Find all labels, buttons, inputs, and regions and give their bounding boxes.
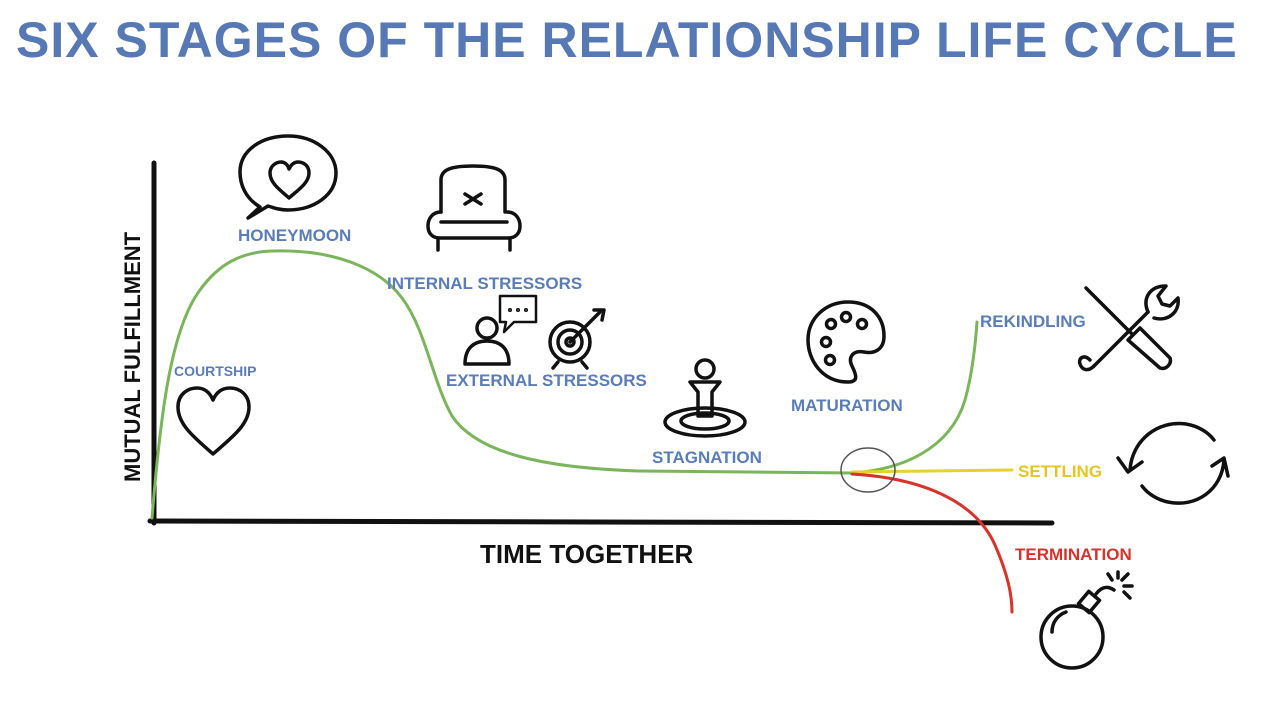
termination-curve [850, 472, 1014, 614]
speech-bubble-heart-icon [238, 134, 338, 220]
stage-label-external-stressors: EXTERNAL STRESSORS [446, 371, 647, 390]
stage-label-maturation: MATURATION [791, 396, 903, 415]
person-with-chat-icon [463, 294, 538, 366]
person-on-target-icon [663, 358, 747, 438]
outcome-label-rekindling: REKINDLING [980, 312, 1086, 331]
y-axis-label: MUTUAL FULFILLMENT [120, 231, 145, 482]
outcome-label-settling: SETTLING [1018, 462, 1102, 481]
page-title: SIX STAGES OF THE RELATIONSHIP LIFE CYCL… [16, 12, 1238, 68]
outcome-label-termination: TERMINATION [1015, 545, 1132, 564]
stage-label-stagnation: STAGNATION [652, 448, 762, 467]
stage-label-internal-stressors: INTERNAL STRESSORS [387, 274, 582, 293]
refresh-icon [1116, 421, 1230, 505]
heart-icon [176, 386, 251, 456]
settling-line [850, 468, 1014, 474]
stage-label-honeymoon: HONEYMOON [238, 226, 351, 245]
main-curve [150, 249, 854, 520]
stage-label-courtship: COURTSHIP [174, 363, 256, 379]
target-icon [548, 308, 606, 370]
palette-icon [806, 300, 886, 384]
armchair-icon [426, 164, 522, 252]
branch-point-circle [840, 447, 896, 493]
rekindling-curve [850, 320, 979, 475]
bomb-icon [1039, 570, 1134, 670]
tools-icon [1077, 284, 1180, 372]
x-axis-label: TIME TOGETHER [480, 539, 694, 569]
x-axis [147, 518, 1055, 526]
